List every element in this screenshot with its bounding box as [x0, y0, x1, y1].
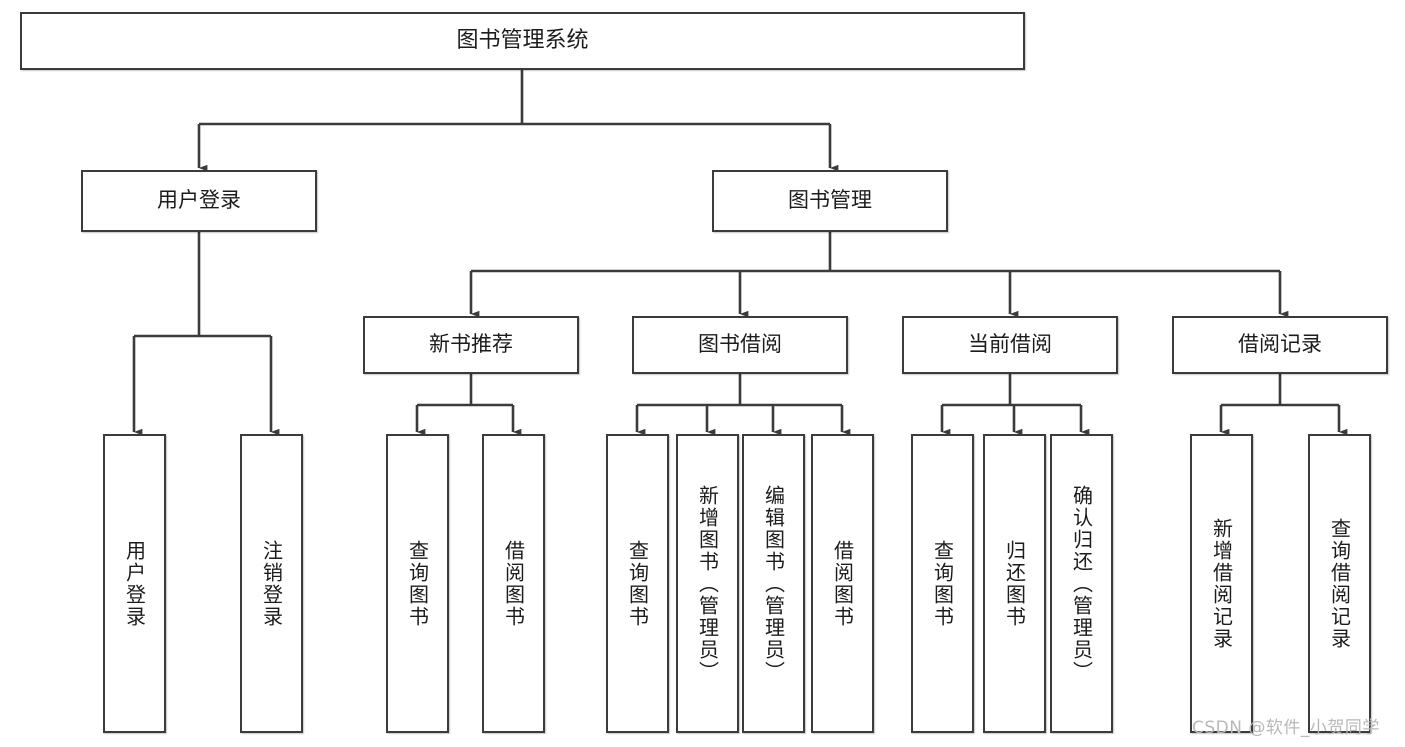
node-label: 当前借阅: [968, 332, 1052, 357]
node-root-label: 图书管理系统: [456, 27, 589, 53]
node-borrow-record[interactable]: 借阅记录: [1172, 316, 1388, 374]
node-book-manage[interactable]: 图书管理: [712, 170, 948, 232]
node-leaf-label: 注销登录: [259, 539, 284, 628]
node-leaf-query-book-rec[interactable]: 查询图书: [386, 434, 449, 733]
node-leaf-label: 借阅图书: [501, 539, 526, 628]
node-label: 图书借阅: [698, 332, 782, 357]
node-leaf-label: 借阅图书: [830, 539, 855, 628]
node-leaf-user-logout[interactable]: 注销登录: [240, 434, 303, 733]
node-leaf-query-book-current[interactable]: 查询图书: [911, 434, 974, 733]
node-leaf-label: 查询图书: [625, 539, 650, 628]
node-leaf-borrow-book[interactable]: 借阅图书: [811, 434, 874, 733]
node-leaf-query-borrow-record[interactable]: 查询借阅记录: [1308, 434, 1371, 733]
node-leaf-label: 查询借阅记录: [1327, 517, 1352, 650]
node-leaf-edit-book-admin[interactable]: 编辑图书（管理员）: [742, 434, 805, 733]
node-leaf-label: 归还图书: [1002, 539, 1027, 628]
node-leaf-label: 用户登录: [122, 539, 147, 628]
node-leaf-confirm-return-admin[interactable]: 确认归还（管理员）: [1050, 434, 1113, 733]
node-root-system[interactable]: 图书管理系统: [20, 12, 1025, 70]
node-new-book-rec[interactable]: 新书推荐: [363, 316, 579, 374]
node-leaf-label: 查询图书: [930, 539, 955, 628]
node-label: 用户登录: [157, 188, 241, 213]
node-label: 借阅记录: [1238, 332, 1322, 357]
node-leaf-user-login[interactable]: 用户登录: [103, 434, 166, 733]
node-leaf-query-book-borrow[interactable]: 查询图书: [606, 434, 669, 733]
node-label: 新书推荐: [429, 332, 513, 357]
node-leaf-label: 确认归还（管理员）: [1069, 484, 1094, 683]
node-leaf-label: 查询图书: [405, 539, 430, 628]
node-leaf-add-book-admin[interactable]: 新增图书（管理员）: [676, 434, 739, 733]
node-leaf-label: 编辑图书（管理员）: [761, 484, 786, 683]
node-leaf-label: 新增借阅记录: [1209, 517, 1234, 650]
node-user-login[interactable]: 用户登录: [81, 170, 317, 232]
node-label: 图书管理: [788, 188, 872, 213]
node-leaf-borrow-book-rec[interactable]: 借阅图书: [482, 434, 545, 733]
node-current-borrow[interactable]: 当前借阅: [902, 316, 1118, 374]
node-leaf-label: 新增图书（管理员）: [695, 484, 720, 683]
node-book-borrow[interactable]: 图书借阅: [632, 316, 848, 374]
node-leaf-add-borrow-record[interactable]: 新增借阅记录: [1190, 434, 1253, 733]
node-leaf-return-book[interactable]: 归还图书: [983, 434, 1046, 733]
